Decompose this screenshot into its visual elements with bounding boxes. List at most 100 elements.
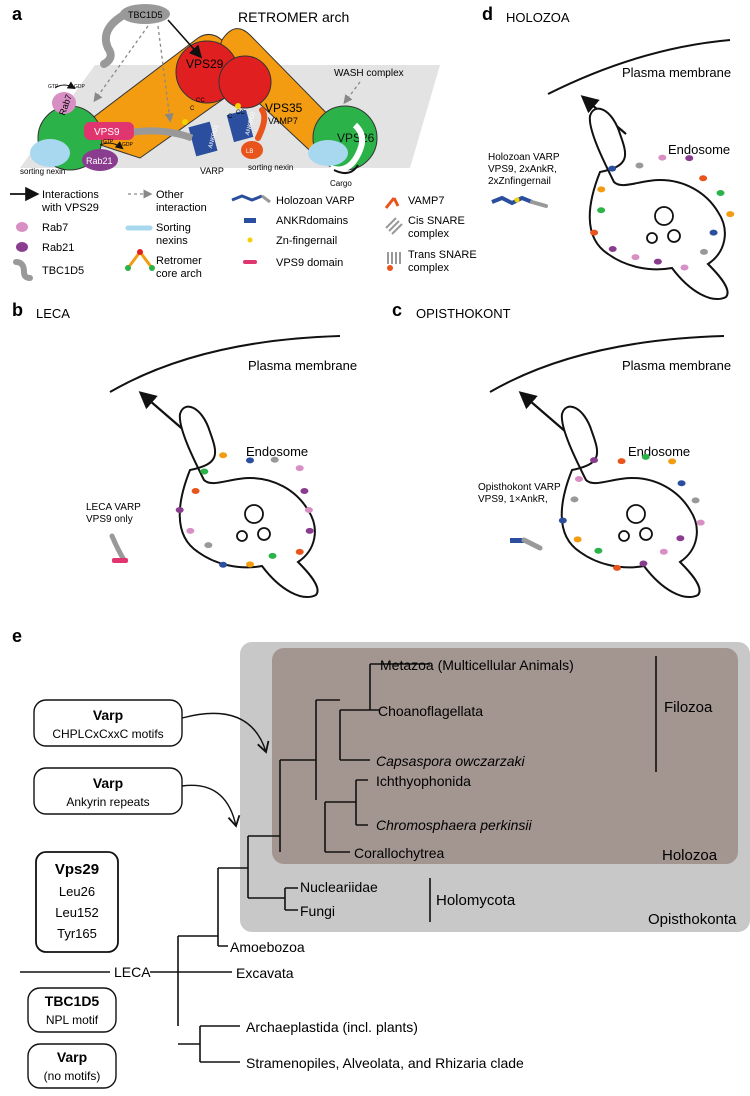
endosome-protein-marker bbox=[658, 154, 667, 161]
legend-trans-1: Trans SNARE bbox=[408, 249, 477, 261]
panel-d-varp-1: Holozoan VARP bbox=[488, 152, 560, 163]
endosome-protein-marker bbox=[653, 258, 662, 265]
panel-c: c OPISTHOKONT Plasma membrane Endosome O… bbox=[392, 300, 731, 598]
legend-retromer-2: core arch bbox=[156, 268, 202, 280]
box-varp-ank bbox=[33, 767, 183, 815]
box-varp-motifs-title: Varp bbox=[93, 707, 123, 723]
panel-b-title: LECA bbox=[36, 306, 70, 321]
endosome-protein-marker bbox=[295, 465, 304, 472]
panel-e-letter: e bbox=[12, 626, 22, 646]
legend-ankr: ANKRdomains bbox=[276, 215, 349, 227]
taxon-metazoa: Metazoa (Multicellular Animals) bbox=[380, 657, 574, 673]
endosome-protein-marker bbox=[204, 542, 213, 549]
cc-label-2: CC bbox=[236, 110, 245, 116]
vamp7-lb-label: LB bbox=[246, 149, 253, 155]
endosome-protein-marker bbox=[716, 190, 725, 197]
endosome-protein-marker bbox=[219, 561, 228, 568]
rab21-label: Rab21 bbox=[86, 156, 113, 166]
legend-trans-dot bbox=[387, 265, 393, 271]
box-varp-motifs bbox=[33, 699, 183, 747]
varp-label: VARP bbox=[200, 166, 224, 176]
zn-finger-1 bbox=[182, 119, 188, 125]
c-label-1: C bbox=[190, 106, 195, 112]
panel-c-ankr-glyph bbox=[510, 538, 524, 543]
endosome-protein-marker bbox=[597, 186, 606, 193]
panel-b-membrane-label: Plasma membrane bbox=[248, 358, 357, 373]
panel-b-traffic-arrow bbox=[138, 391, 187, 433]
panel-b-varp-2: VPS9 only bbox=[86, 514, 133, 525]
clade-holozoa: Holozoa bbox=[662, 847, 718, 864]
wash-arrow bbox=[343, 81, 361, 105]
panel-c-varp-glyph bbox=[521, 537, 543, 551]
vps35-label: VPS35 bbox=[265, 101, 303, 115]
box-varp-ank-sub: Ankyrin repeats bbox=[66, 795, 149, 809]
panel-c-endosome bbox=[560, 405, 701, 598]
ankrd2-box bbox=[226, 109, 254, 143]
rab21-gdp: GDP bbox=[122, 142, 134, 148]
endosome-protein-marker bbox=[594, 547, 603, 554]
panel-b-letter: b bbox=[12, 300, 23, 320]
vps26-label: VPS26 bbox=[337, 131, 375, 145]
legend-retromer-1: Retromer bbox=[156, 255, 202, 267]
legend-vps9: VPS9 domain bbox=[276, 257, 343, 269]
panel-d-endosome-label: Endosome bbox=[668, 142, 730, 157]
clade-holomycota: Holomycota bbox=[436, 892, 516, 909]
legend-retromer-dot-3 bbox=[149, 265, 155, 271]
panel-b: b LECA Plasma membrane Endosome LECA VAR… bbox=[12, 300, 357, 598]
taxon-corallo: Corallochytrea bbox=[354, 845, 444, 861]
box-vps29-title: Vps29 bbox=[55, 861, 99, 878]
legend-rab21-swatch bbox=[16, 242, 28, 252]
panel-c-title: OPISTHOKONT bbox=[416, 306, 511, 321]
taxon-chromo: Chromosphaera perkinsii bbox=[376, 817, 533, 833]
panel-a-title: RETROMER arch bbox=[238, 9, 349, 25]
endosome-protein-marker bbox=[659, 548, 668, 555]
legend-retromer-dot-2 bbox=[137, 249, 143, 255]
panel-e: e Metazoa (Multicellular Animals) Choano… bbox=[12, 626, 750, 1089]
panel-d-title: HOLOZOA bbox=[506, 10, 570, 25]
panel-d-tail-glyph bbox=[530, 200, 548, 208]
rab7-cycle bbox=[54, 81, 76, 90]
legend-holozoan-swatch-2 bbox=[261, 194, 271, 204]
legend-retromer-dot-1 bbox=[125, 265, 131, 271]
panel-d-varp-glyph bbox=[491, 195, 533, 206]
panel-c-letter: c bbox=[392, 300, 402, 320]
legend-vamp7: VAMP7 bbox=[408, 195, 444, 207]
endosome-protein-marker bbox=[300, 488, 309, 495]
endosome-protein-marker bbox=[270, 456, 279, 463]
box-vps29-line-3: Tyr165 bbox=[57, 926, 97, 941]
varp-linker bbox=[133, 127, 194, 142]
legend-rab7-swatch bbox=[16, 222, 28, 232]
endosome-protein-marker bbox=[696, 519, 705, 526]
box-varp-none bbox=[27, 1043, 117, 1089]
taxon-ichthyo: Ichthyophonida bbox=[376, 773, 471, 789]
box-varp-motifs-sub: CHPLCxCxxC motifs bbox=[52, 727, 163, 741]
clade-leca: LECA bbox=[114, 964, 151, 980]
rab7-gdp: GDP bbox=[74, 84, 86, 90]
cargo-shape bbox=[329, 122, 366, 173]
panel-d-membrane bbox=[547, 39, 731, 95]
endosome-protein-marker bbox=[699, 175, 708, 182]
panel-b-varp-glyph bbox=[109, 533, 127, 563]
taxon-choano: Choanoflagellata bbox=[378, 703, 483, 719]
box-vps29-line-2: Leu152 bbox=[55, 905, 98, 920]
box-vps29 bbox=[35, 851, 119, 953]
vps9-label: VPS9 bbox=[94, 127, 120, 138]
endosome-protein-marker bbox=[200, 468, 209, 475]
endosome-protein-marker bbox=[691, 497, 700, 504]
arrow-varp-ank bbox=[181, 784, 241, 828]
endosome-protein-marker bbox=[699, 248, 708, 255]
box-vps29-line-1: Leu26 bbox=[59, 884, 95, 899]
panel-d-membrane-label: Plasma membrane bbox=[622, 65, 731, 80]
endosome-protein-marker bbox=[558, 517, 567, 524]
panel-c-membrane-label: Plasma membrane bbox=[622, 358, 731, 373]
endosome-protein-marker bbox=[295, 548, 304, 555]
legend-vamp7-swatch bbox=[384, 197, 400, 209]
vps29-label: VPS29 bbox=[186, 57, 224, 71]
taxon-fungi: Fungi bbox=[300, 903, 335, 919]
tbc1d5-label: TBC1D5 bbox=[128, 10, 163, 20]
legend-tbc1d5-swatch bbox=[13, 259, 33, 281]
taxon-nucle: Nucleariidae bbox=[300, 879, 378, 895]
rab7-gtp: GTP bbox=[48, 84, 59, 90]
endosome-protein-marker bbox=[680, 264, 689, 271]
endosome-protein-marker bbox=[186, 527, 195, 534]
